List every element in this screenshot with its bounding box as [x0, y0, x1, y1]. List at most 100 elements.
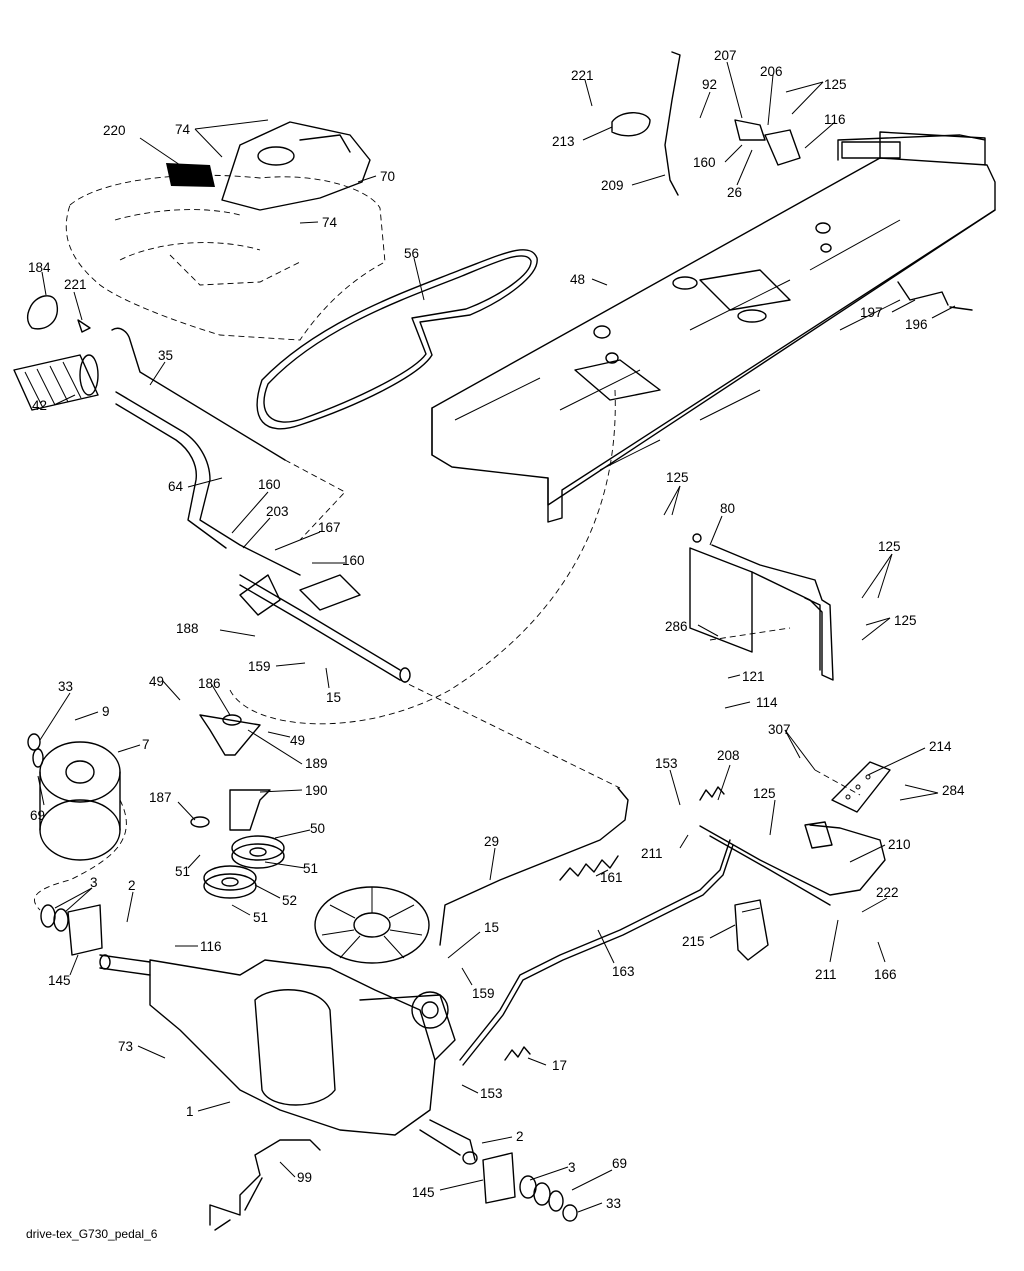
- rod-209: [664, 51, 681, 196]
- callout-49-right: 49: [290, 733, 305, 748]
- callout-161: 161: [600, 870, 623, 885]
- callout-214: 214: [929, 739, 952, 754]
- callout-51-left: 51: [175, 864, 190, 879]
- callout-167: 167: [318, 520, 341, 535]
- spring-17: [504, 1046, 531, 1061]
- callout-74-mid: 74: [322, 215, 338, 230]
- callout-145-right: 145: [412, 1185, 435, 1200]
- callout-52: 52: [282, 893, 297, 908]
- rod-163: [459, 839, 731, 1061]
- callout-70: 70: [380, 169, 395, 184]
- hub-7: [39, 741, 121, 861]
- rod-35: [111, 327, 286, 461]
- callout-15-top: 15: [326, 690, 341, 705]
- callout-153-top: 153: [655, 756, 678, 771]
- callout-189: 189: [305, 756, 328, 771]
- callout-222: 222: [876, 885, 899, 900]
- callout-125-bracket-a: 125: [878, 539, 901, 554]
- callout-207: 207: [714, 48, 737, 63]
- callout-15-bottom: 15: [484, 920, 499, 935]
- callout-125-bracket-b: 125: [894, 613, 917, 628]
- clip-33: [27, 733, 41, 751]
- callout-203: 203: [266, 504, 289, 519]
- frame-assembly: [431, 131, 996, 523]
- washer-186: [222, 714, 242, 726]
- washer-69: [32, 748, 44, 768]
- callout-221-top: 221: [571, 68, 594, 83]
- callout-160-top: 160: [693, 155, 716, 170]
- callout-49-left: 49: [149, 674, 164, 689]
- callout-188: 188: [176, 621, 199, 636]
- linkage-dash-6: [814, 769, 861, 796]
- fender-outline: [65, 174, 386, 341]
- bracket-197: [897, 281, 949, 306]
- callout-73: 73: [118, 1039, 133, 1054]
- knob-184: [26, 295, 59, 330]
- linkage-dash-2: [229, 389, 616, 725]
- diagram-caption: drive-tex_G730_pedal_6: [26, 1227, 158, 1241]
- callout-153-bottom: 153: [480, 1086, 503, 1101]
- spacer-145-left: [67, 904, 103, 956]
- spring-208: [699, 786, 725, 801]
- callout-206: 206: [760, 64, 783, 79]
- callout-92: 92: [702, 77, 717, 92]
- linkage-dash-4: [34, 799, 127, 911]
- callout-197: 197: [860, 305, 883, 320]
- callout-284: 284: [942, 783, 965, 798]
- callout-69-bottom: 69: [612, 1156, 627, 1171]
- bracket-188: [239, 574, 361, 616]
- callout-56: 56: [404, 246, 419, 261]
- cap-213: [611, 112, 651, 137]
- callout-80: 80: [720, 501, 735, 516]
- callout-2-left: 2: [128, 878, 136, 893]
- callout-69-top: 69: [30, 808, 45, 823]
- callout-215: 215: [682, 934, 705, 949]
- callout-51-right: 51: [303, 861, 318, 876]
- callout-210: 210: [888, 837, 911, 852]
- callout-145-left: 145: [48, 973, 71, 988]
- callout-33-bottom: 33: [606, 1196, 621, 1211]
- callout-7: 7: [142, 737, 150, 752]
- callout-125-frame: 125: [666, 470, 689, 485]
- shaft-64: [115, 391, 411, 683]
- callout-190: 190: [305, 783, 328, 798]
- callout-184: 184: [28, 260, 51, 275]
- plate-206: [764, 129, 801, 166]
- callout-186: 186: [198, 676, 221, 691]
- callout-51-bottom: 51: [253, 910, 268, 925]
- belt-56: [256, 249, 538, 430]
- callout-159-bottom: 159: [472, 986, 495, 1001]
- bracket-189: [199, 714, 261, 756]
- callout-3-right: 3: [568, 1160, 576, 1175]
- clip-221-left: [77, 319, 91, 333]
- roller-42: [13, 354, 99, 411]
- callout-160-lower: 160: [342, 553, 365, 568]
- pedal-214: [831, 761, 891, 813]
- callout-163: 163: [612, 964, 635, 979]
- callout-196: 196: [905, 317, 928, 332]
- linkage-dash-3: [399, 679, 621, 789]
- callout-35: 35: [158, 348, 173, 363]
- bolt-196: [949, 306, 973, 311]
- callout-116-bottom: 116: [200, 939, 222, 954]
- callout-114: 114: [756, 695, 778, 710]
- callout-307: 307: [768, 722, 791, 737]
- callout-208: 208: [717, 748, 740, 763]
- callouts: 221 207 92 206 125 213 116 220 74 70 160…: [28, 48, 965, 1213]
- bracket-207: [734, 119, 766, 141]
- washers-3-right: [519, 1175, 578, 1222]
- rod-29: [439, 787, 629, 946]
- wire-99: [209, 1139, 321, 1231]
- callout-116-top: 116: [824, 112, 846, 127]
- callout-159-top: 159: [248, 659, 271, 674]
- cover-70: [221, 121, 371, 211]
- washers-3-left: [40, 904, 69, 932]
- grip-220: [166, 163, 215, 187]
- pedal-210: [699, 821, 886, 906]
- pulley-50: [231, 835, 285, 869]
- callout-26: 26: [727, 185, 742, 200]
- callout-42: 42: [32, 398, 47, 413]
- callout-121: 121: [742, 669, 765, 684]
- callout-211-left: 211: [641, 846, 663, 861]
